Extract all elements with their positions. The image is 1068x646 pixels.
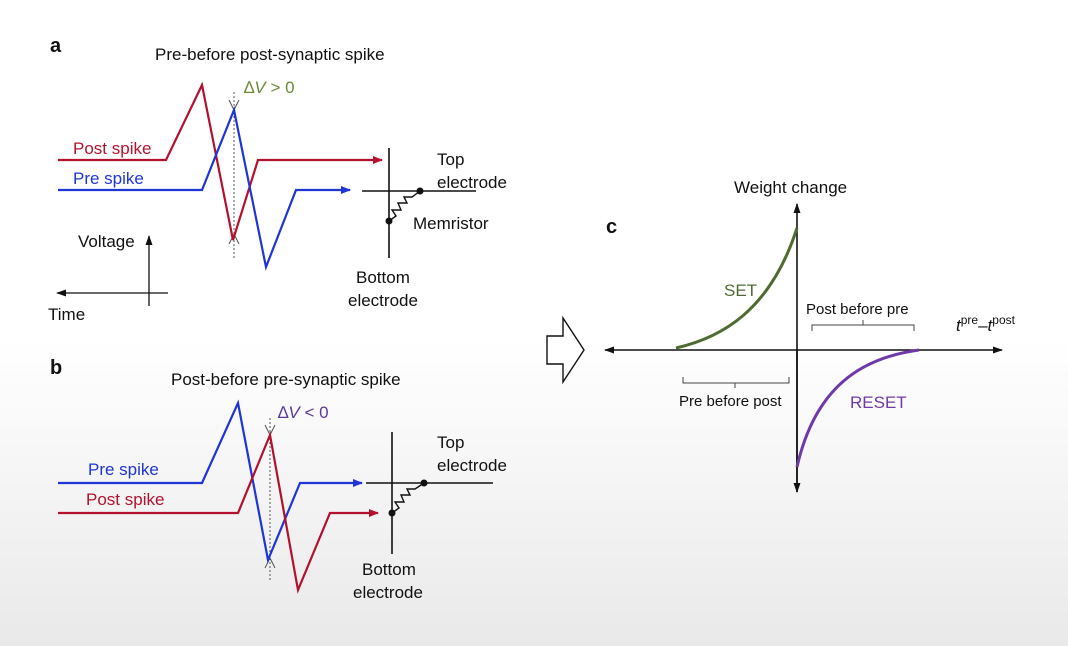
panel-b-pre-spike-label: Pre spike [88, 460, 159, 479]
panel-b-bottom-node [388, 509, 396, 517]
panel-a-bottom-label-2: electrode [348, 291, 418, 310]
x-label-t1: t [956, 316, 962, 335]
panel-a-top-label-2: electrode [437, 173, 507, 192]
delta-rel: < 0 [300, 403, 329, 422]
x-label-t2: t [988, 316, 994, 335]
panel-b-pre-spike-wave [58, 399, 363, 564]
panel-b-letter: b [50, 357, 62, 379]
panel-c: c Weight change tpre–tpost SET RESET Pos… [604, 178, 1016, 493]
panel-a-post-spike-wave [58, 81, 383, 241]
delta-var: V [288, 403, 301, 422]
delta-symbol: ∆ [278, 403, 289, 422]
panel-a-memristor-symbol [388, 190, 421, 222]
delta-rel: > 0 [266, 78, 295, 97]
panel-a-top-label-1: Top [437, 150, 464, 169]
post-before-pre-label: Post before pre [806, 301, 909, 318]
delta-var: V [254, 78, 267, 97]
voltage-label: Voltage [78, 232, 135, 251]
x-label-sup1: pre [961, 313, 979, 327]
panel-b-top-label-2: electrode [437, 456, 507, 475]
panel-b-top-node [420, 479, 428, 487]
panel-b-top-label-1: Top [437, 433, 464, 452]
panel-a-top-node [416, 187, 424, 195]
panel-b-memristor-symbol [391, 482, 425, 514]
panel-a-delta-v-label: ∆V > 0 [244, 78, 295, 97]
set-label: SET [724, 281, 757, 300]
pre-before-post-brace [682, 377, 790, 388]
panel-b-bottom-label-2: electrode [353, 583, 423, 602]
panel-b-bottom-label-1: Bottom [362, 560, 416, 579]
panel-c-y-label: Weight change [734, 178, 847, 197]
panel-b-post-spike-label: Post spike [86, 490, 164, 509]
panel-b-title: Post-before pre-synaptic spike [171, 370, 401, 389]
panel-c-x-label: tpre–tpost [956, 313, 1016, 335]
panel-a: a Pre-before post-synaptic spike ∆V > 0 … [48, 35, 507, 324]
panel-a-memristor-label: Memristor [413, 214, 489, 233]
x-label-dash: – [978, 316, 988, 335]
x-label-sup2: post [992, 313, 1015, 327]
panel-b-delta-v-label: ∆V < 0 [278, 403, 329, 422]
reset-curve [795, 348, 920, 468]
panel-c-letter: c [606, 216, 617, 238]
panel-b-post-spike-wave [58, 431, 379, 594]
panel-b: b Post-before pre-synaptic spike ∆V < 0 … [50, 357, 507, 602]
panel-a-bottom-label-1: Bottom [356, 268, 410, 287]
reset-label: RESET [850, 393, 907, 412]
pre-before-post-label: Pre before post [679, 393, 782, 410]
time-label: Time [48, 305, 85, 324]
transition-arrow-icon [546, 315, 585, 385]
panel-a-pre-spike-wave [58, 106, 351, 271]
panel-a-bottom-node [385, 217, 393, 225]
panel-a-letter: a [50, 35, 62, 57]
panel-a-post-spike-label: Post spike [73, 139, 151, 158]
post-before-pre-brace [811, 320, 915, 331]
panel-a-pre-spike-label: Pre spike [73, 169, 144, 188]
panel-a-title: Pre-before post-synaptic spike [155, 45, 385, 64]
delta-symbol: ∆ [244, 78, 255, 97]
set-curve [675, 227, 799, 350]
